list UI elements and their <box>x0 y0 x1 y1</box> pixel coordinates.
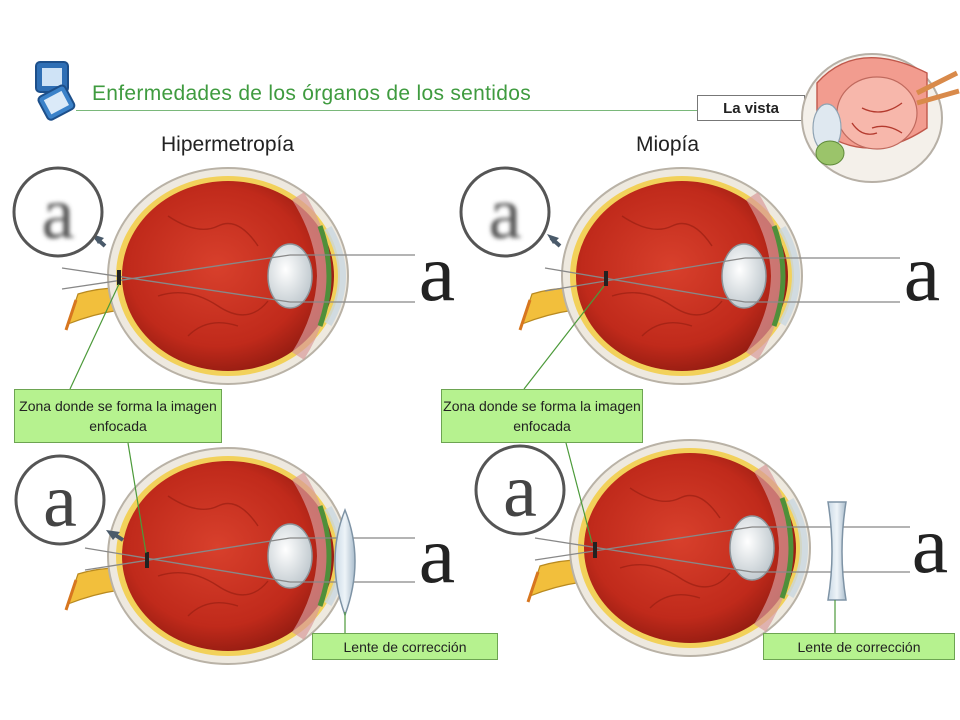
focus-zone-callout-left: Zona donde se forma la imagen enfocada <box>14 389 222 443</box>
sharp-letter-circle-bottom-right: a <box>474 444 566 536</box>
leader-lines <box>69 283 836 633</box>
sharp-letter: a <box>43 459 77 543</box>
myopia-title: Miopía <box>636 133 700 156</box>
page-title: Enfermedades de los órganos de los senti… <box>92 82 532 105</box>
hypermetropia-eye-corrected <box>64 448 415 664</box>
sharp-letter-circle-bottom-left: a <box>14 454 106 546</box>
header-divider <box>76 110 806 111</box>
eye-cross-section-thumbnail <box>801 53 960 183</box>
correction-lens-concave <box>827 501 847 601</box>
myopia-eye-corrected <box>526 440 910 656</box>
object-letter-top-left: a <box>419 227 455 318</box>
focus-zone-callout-right: Zona donde se forma la imagen enfocada <box>441 389 643 443</box>
correction-lens-label-left: Lente de corrección <box>312 633 498 660</box>
header-logo-icon <box>34 60 76 122</box>
blurry-letter: a <box>489 173 522 255</box>
blurry-letter: a <box>42 173 75 255</box>
section-tag: La vista <box>697 95 805 121</box>
object-letter-top-right: a <box>904 227 940 318</box>
blurry-letter-circle-top-left: a <box>12 166 104 258</box>
object-letter-bottom-right: a <box>912 499 948 590</box>
hypermetropia-title: Hipermetropía <box>161 133 295 156</box>
blurry-letter-circle-top-right: a <box>459 166 551 258</box>
hypermetropia-eye-top <box>61 168 415 384</box>
sharp-letter: a <box>503 449 537 533</box>
myopia-eye-top <box>518 168 900 384</box>
object-letter-bottom-left: a <box>419 509 455 600</box>
correction-lens-label-right: Lente de corrección <box>763 633 955 660</box>
